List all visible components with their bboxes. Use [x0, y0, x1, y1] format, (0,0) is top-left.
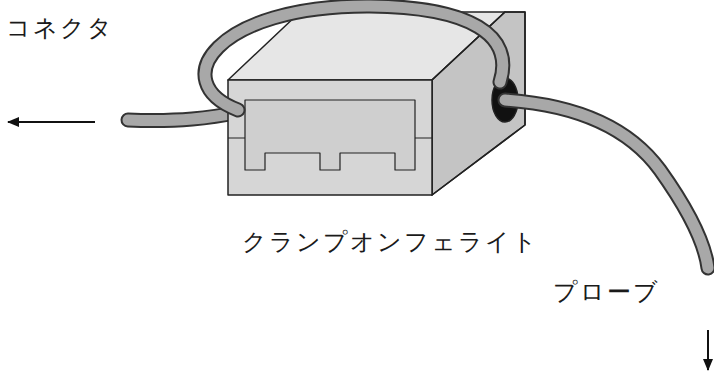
cable-loop [205, 6, 503, 110]
clamp-ferrite [228, 12, 525, 195]
probe-label: プローブ [553, 278, 660, 307]
connector-label: コネクタ [6, 14, 114, 43]
probe-arrow [707, 330, 709, 370]
ferrite-label: クランプオンフェライト [242, 228, 539, 257]
connector-arrow [8, 121, 95, 123]
cable-left [128, 112, 240, 121]
